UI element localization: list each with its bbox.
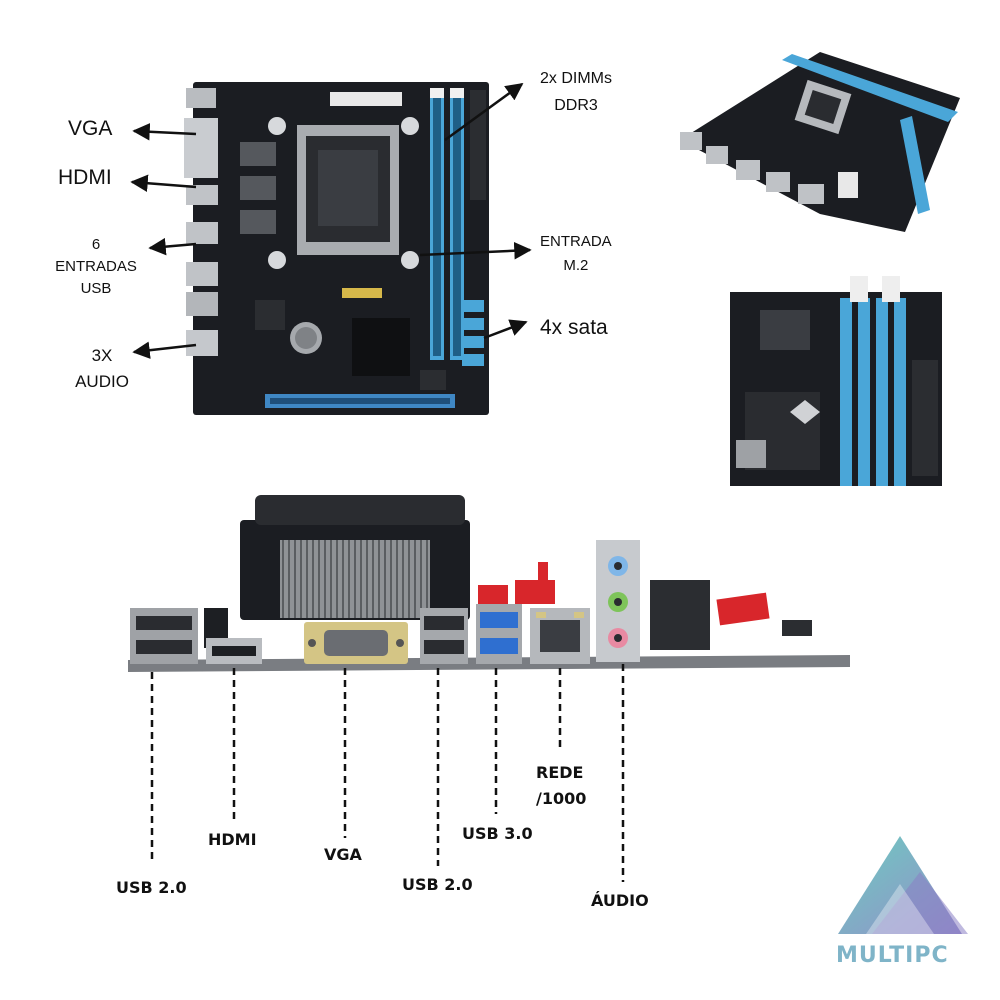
label-vga-bottom: VGA (324, 845, 362, 864)
arrow-usb (148, 237, 197, 256)
multipc-logo-icon (838, 836, 968, 934)
ram-slots-closeup-image (730, 276, 942, 486)
arrow-vga (132, 123, 197, 141)
label-entrada-m2: ENTRADA M.2 (540, 233, 612, 274)
motherboard-angle-image (680, 52, 960, 232)
arrow-audio (132, 341, 197, 359)
rear-io-side-view-image (128, 495, 850, 672)
label-usb30: USB 3.0 (462, 824, 533, 843)
label-2x-dimms-ddr3: 2x DIMMs DDR3 (540, 70, 612, 114)
label-usb20-left: USB 2.0 (116, 878, 187, 897)
motherboard-main-image (184, 82, 489, 415)
label-6-entradas-usb: 6 ENTRADAS USB (55, 236, 137, 297)
label-hdmi: HDMI (58, 166, 112, 189)
arrow-sata (483, 319, 528, 340)
label-3x-audio: 3X AUDIO (75, 346, 129, 391)
bottom-leader-lines (150, 664, 625, 882)
top-arrows (130, 82, 532, 359)
label-4x-sata: 4x sata (540, 316, 608, 339)
arrow-hdmi (130, 174, 197, 192)
arrow-m2 (419, 241, 532, 260)
label-rede-1000: REDE /1000 (536, 763, 587, 808)
label-hdmi-bottom: HDMI (208, 830, 257, 849)
multipc-logo-text: MULTIPC (836, 943, 949, 968)
arrow-dimms (444, 82, 524, 142)
label-audio-bottom: ÁUDIO (591, 891, 649, 910)
label-vga: VGA (68, 117, 113, 140)
label-usb20-right: USB 2.0 (402, 875, 473, 894)
